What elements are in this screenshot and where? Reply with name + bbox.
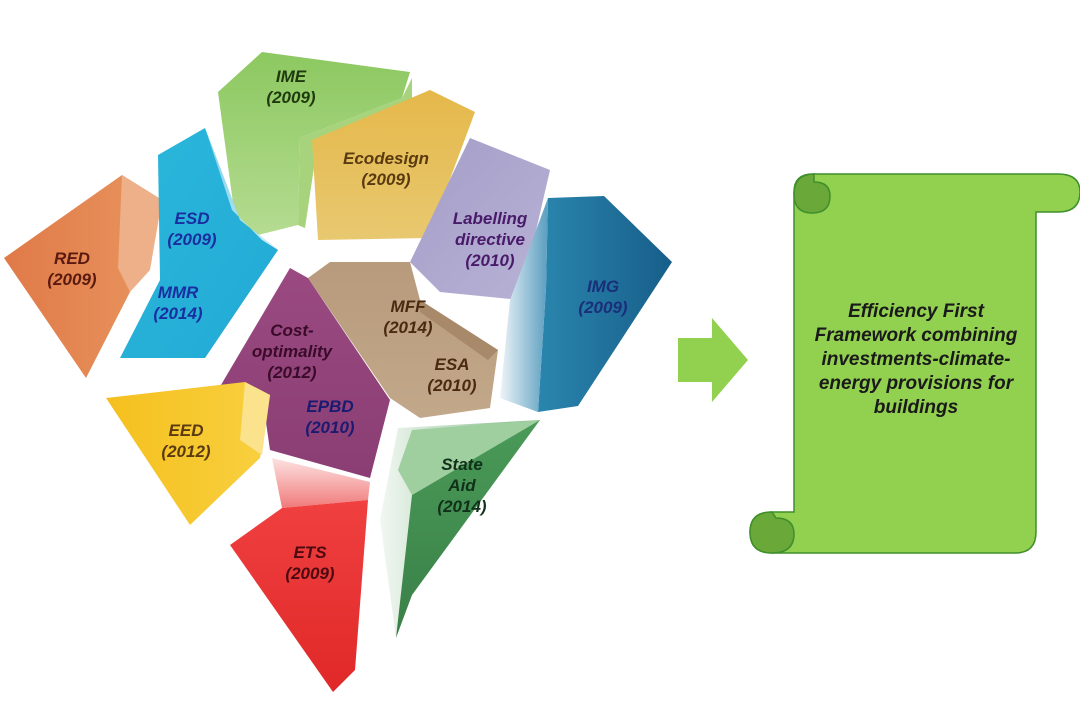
shard-label-epbd: EPBD (2010) — [305, 397, 354, 437]
shard-labels: IME (2009) Ecodesign (2009) ESD (2009) MMR (201… — [47, 67, 627, 583]
shard-esd — [120, 128, 278, 358]
shard-mff-esa — [308, 262, 498, 418]
shard-label-esd: ESD (2009) — [167, 209, 216, 249]
shard-label-line: Labelling — [453, 209, 528, 228]
shard-label-line: (2010) — [465, 251, 514, 270]
shard-label-line: (2012) — [267, 363, 316, 382]
shard-label-ecodesign: Ecodesign (2009) — [343, 149, 429, 189]
shard-labelling — [410, 138, 550, 300]
shard-label-line: directive — [455, 230, 525, 249]
shard-red — [4, 175, 162, 378]
shard-label-line: (2009) — [578, 298, 627, 317]
shard-label-esa: ESA (2010) — [427, 355, 476, 395]
shard-label-line: (2014) — [153, 304, 202, 323]
shard-cost-epbd — [218, 268, 390, 478]
shard-label-line: MFF — [391, 297, 427, 316]
shard-label-line: (2012) — [161, 442, 210, 461]
shard-ets — [230, 458, 370, 692]
shard-label-line: (2010) — [427, 376, 476, 395]
shard-label-line: EED — [169, 421, 204, 440]
shard-label-labelling: Labelling directive (2010) — [453, 209, 528, 270]
shard-label-line: Ecodesign — [343, 149, 429, 168]
shard-ecodesign — [312, 90, 475, 240]
shard-label-cost: Cost-optimality (2012) — [252, 321, 334, 382]
shard-label-line: Cost- — [270, 321, 314, 340]
shard-label-line: (2009) — [47, 270, 96, 289]
shard-label-line: optimality — [252, 342, 334, 361]
shard-label-line: ESA — [435, 355, 470, 374]
shard-label-line: ESD — [175, 209, 210, 228]
shard-label-img: IMG (2009) — [578, 277, 627, 317]
shard-label-line: (2009) — [285, 564, 334, 583]
shard-label-line: (2014) — [437, 497, 486, 516]
shard-label-line: IMG — [587, 277, 619, 296]
shard-label-line: MMR — [158, 283, 199, 302]
right-arrow-icon — [678, 318, 748, 402]
shard-label-ime: IME (2009) — [266, 67, 315, 107]
shard-label-red: RED (2009) — [47, 249, 96, 289]
shard-ime — [218, 52, 412, 240]
shard-label-line: (2009) — [167, 230, 216, 249]
shard-label-line: IME — [276, 67, 307, 86]
shard-img — [500, 196, 672, 412]
shard-label-mmr: MMR (2014) — [153, 283, 202, 323]
shard-label-eed: EED (2012) — [161, 421, 210, 461]
shard-label-line: (2009) — [361, 170, 410, 189]
scroll-text: Efficiency First Framework combining inv… — [814, 301, 1018, 418]
shard-state-aid — [380, 420, 540, 638]
shard-label-line: (2010) — [305, 418, 354, 437]
shard-label-line: EPBD — [306, 397, 353, 416]
shard-label-line: Aid — [447, 476, 476, 495]
shard-label-line: (2014) — [383, 318, 432, 337]
shard-label-ets: ETS (2009) — [285, 543, 334, 583]
shard-label-mff: MFF (2014) — [383, 297, 432, 337]
shard-label-line: State — [441, 455, 483, 474]
scroll-banner — [749, 173, 1080, 554]
shard-eed — [106, 382, 270, 525]
shard-label-line: (2009) — [266, 88, 315, 107]
shard-label-line: ETS — [293, 543, 327, 562]
shard-label-line: RED — [54, 249, 90, 268]
